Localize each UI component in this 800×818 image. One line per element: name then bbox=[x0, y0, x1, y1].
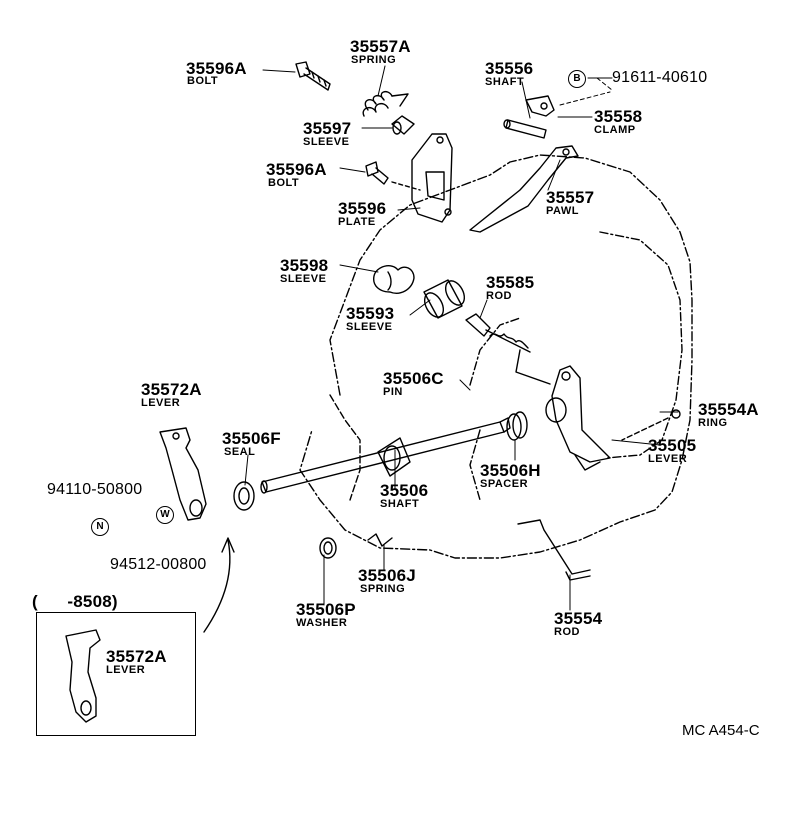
rod-35554 bbox=[517, 519, 591, 581]
part-name: CLAMP bbox=[594, 124, 636, 136]
case-left-boss bbox=[329, 394, 361, 501]
plate-35596 bbox=[391, 133, 453, 223]
part-number: 35598 bbox=[280, 256, 329, 275]
part-number: 35597 bbox=[303, 119, 352, 138]
part-number: 35554 bbox=[554, 609, 603, 628]
inset-box bbox=[36, 612, 196, 736]
part-name: SLEEVE bbox=[303, 136, 350, 148]
lever-35505 bbox=[545, 365, 611, 471]
part-name: ROD bbox=[554, 626, 580, 638]
part-name: ROD bbox=[486, 290, 512, 302]
seal-35506F bbox=[233, 481, 255, 511]
part-name: LEVER bbox=[648, 453, 688, 465]
part-number: 94512-00800 bbox=[110, 556, 207, 573]
part-name: SHAFT bbox=[380, 498, 420, 510]
case-bore bbox=[469, 317, 521, 501]
pawl-35557 bbox=[469, 145, 579, 233]
part-number: 35557 bbox=[546, 188, 595, 207]
part-number: 94110-50800 bbox=[47, 481, 143, 498]
part-name: SPRING bbox=[360, 583, 406, 595]
part-number: 35596 bbox=[338, 199, 387, 218]
part-number: 35554A bbox=[698, 400, 759, 419]
bolt-35596A-top bbox=[295, 61, 331, 91]
sleeve-35593 bbox=[423, 279, 466, 319]
shaft-35506 bbox=[260, 417, 511, 494]
figure-code: MC A454-C bbox=[682, 722, 760, 739]
part-number: 35556 bbox=[485, 59, 534, 78]
clamp-35558 bbox=[525, 95, 555, 117]
curved-arrow-icon bbox=[203, 537, 235, 633]
washer-35506P bbox=[319, 537, 337, 559]
part-number: 35596A bbox=[266, 160, 327, 179]
marker-w-icon: W bbox=[156, 506, 174, 524]
sleeve-35598 bbox=[373, 265, 415, 294]
case-inner-flange bbox=[599, 231, 683, 459]
marker-b-icon: B bbox=[568, 70, 586, 88]
part-name: PIN bbox=[383, 386, 403, 398]
part-name: SLEEVE bbox=[346, 321, 393, 333]
inset-date-range: ( -8508) bbox=[32, 592, 118, 611]
marker-n-icon: N bbox=[91, 518, 109, 536]
transmission-case-outline bbox=[299, 154, 693, 559]
sleeve-35597 bbox=[391, 115, 415, 135]
part-number: 35506C bbox=[383, 369, 444, 388]
part-name: PLATE bbox=[338, 216, 376, 228]
spacer-35506H bbox=[506, 411, 528, 441]
bolt-35596A-lower bbox=[365, 161, 389, 185]
part-number: 35593 bbox=[346, 304, 395, 323]
part-number: 35506P bbox=[296, 600, 356, 619]
part-number: 35585 bbox=[486, 273, 535, 292]
part-number: 35572A bbox=[106, 647, 167, 666]
rod-35585 bbox=[465, 313, 551, 385]
part-number: 35558 bbox=[594, 107, 643, 126]
spring-35506J bbox=[367, 533, 393, 547]
part-number: 35506 bbox=[380, 481, 429, 500]
ring-35554A bbox=[621, 409, 681, 441]
part-number: 35596A bbox=[186, 59, 247, 78]
part-number: 35506F bbox=[222, 429, 281, 448]
part-name: BOLT bbox=[268, 177, 300, 189]
part-name: SLEEVE bbox=[280, 273, 327, 285]
part-name: SEAL bbox=[224, 446, 256, 458]
part-name: PAWL bbox=[546, 205, 579, 217]
shaft-35556 bbox=[503, 119, 547, 139]
part-name: LEVER bbox=[141, 397, 181, 409]
lever-35572A bbox=[159, 427, 207, 521]
part-name: BOLT bbox=[187, 75, 219, 87]
part-number: 35506H bbox=[480, 461, 541, 480]
part-name: RING bbox=[698, 417, 728, 429]
part-number: 35557A bbox=[350, 37, 411, 56]
part-number: 35506J bbox=[358, 566, 416, 585]
spring-35557A bbox=[362, 90, 409, 117]
inset-lever-35572A bbox=[65, 629, 101, 723]
part-name: WASHER bbox=[296, 617, 348, 629]
part-number: 91611-40610 bbox=[612, 69, 708, 86]
part-number: 35572A bbox=[141, 380, 202, 399]
part-name: SHAFT bbox=[485, 76, 525, 88]
part-name: LEVER bbox=[106, 664, 146, 676]
part-name: SPRING bbox=[351, 54, 397, 66]
part-name: SPACER bbox=[480, 478, 529, 490]
part-number: 35505 bbox=[648, 436, 697, 455]
